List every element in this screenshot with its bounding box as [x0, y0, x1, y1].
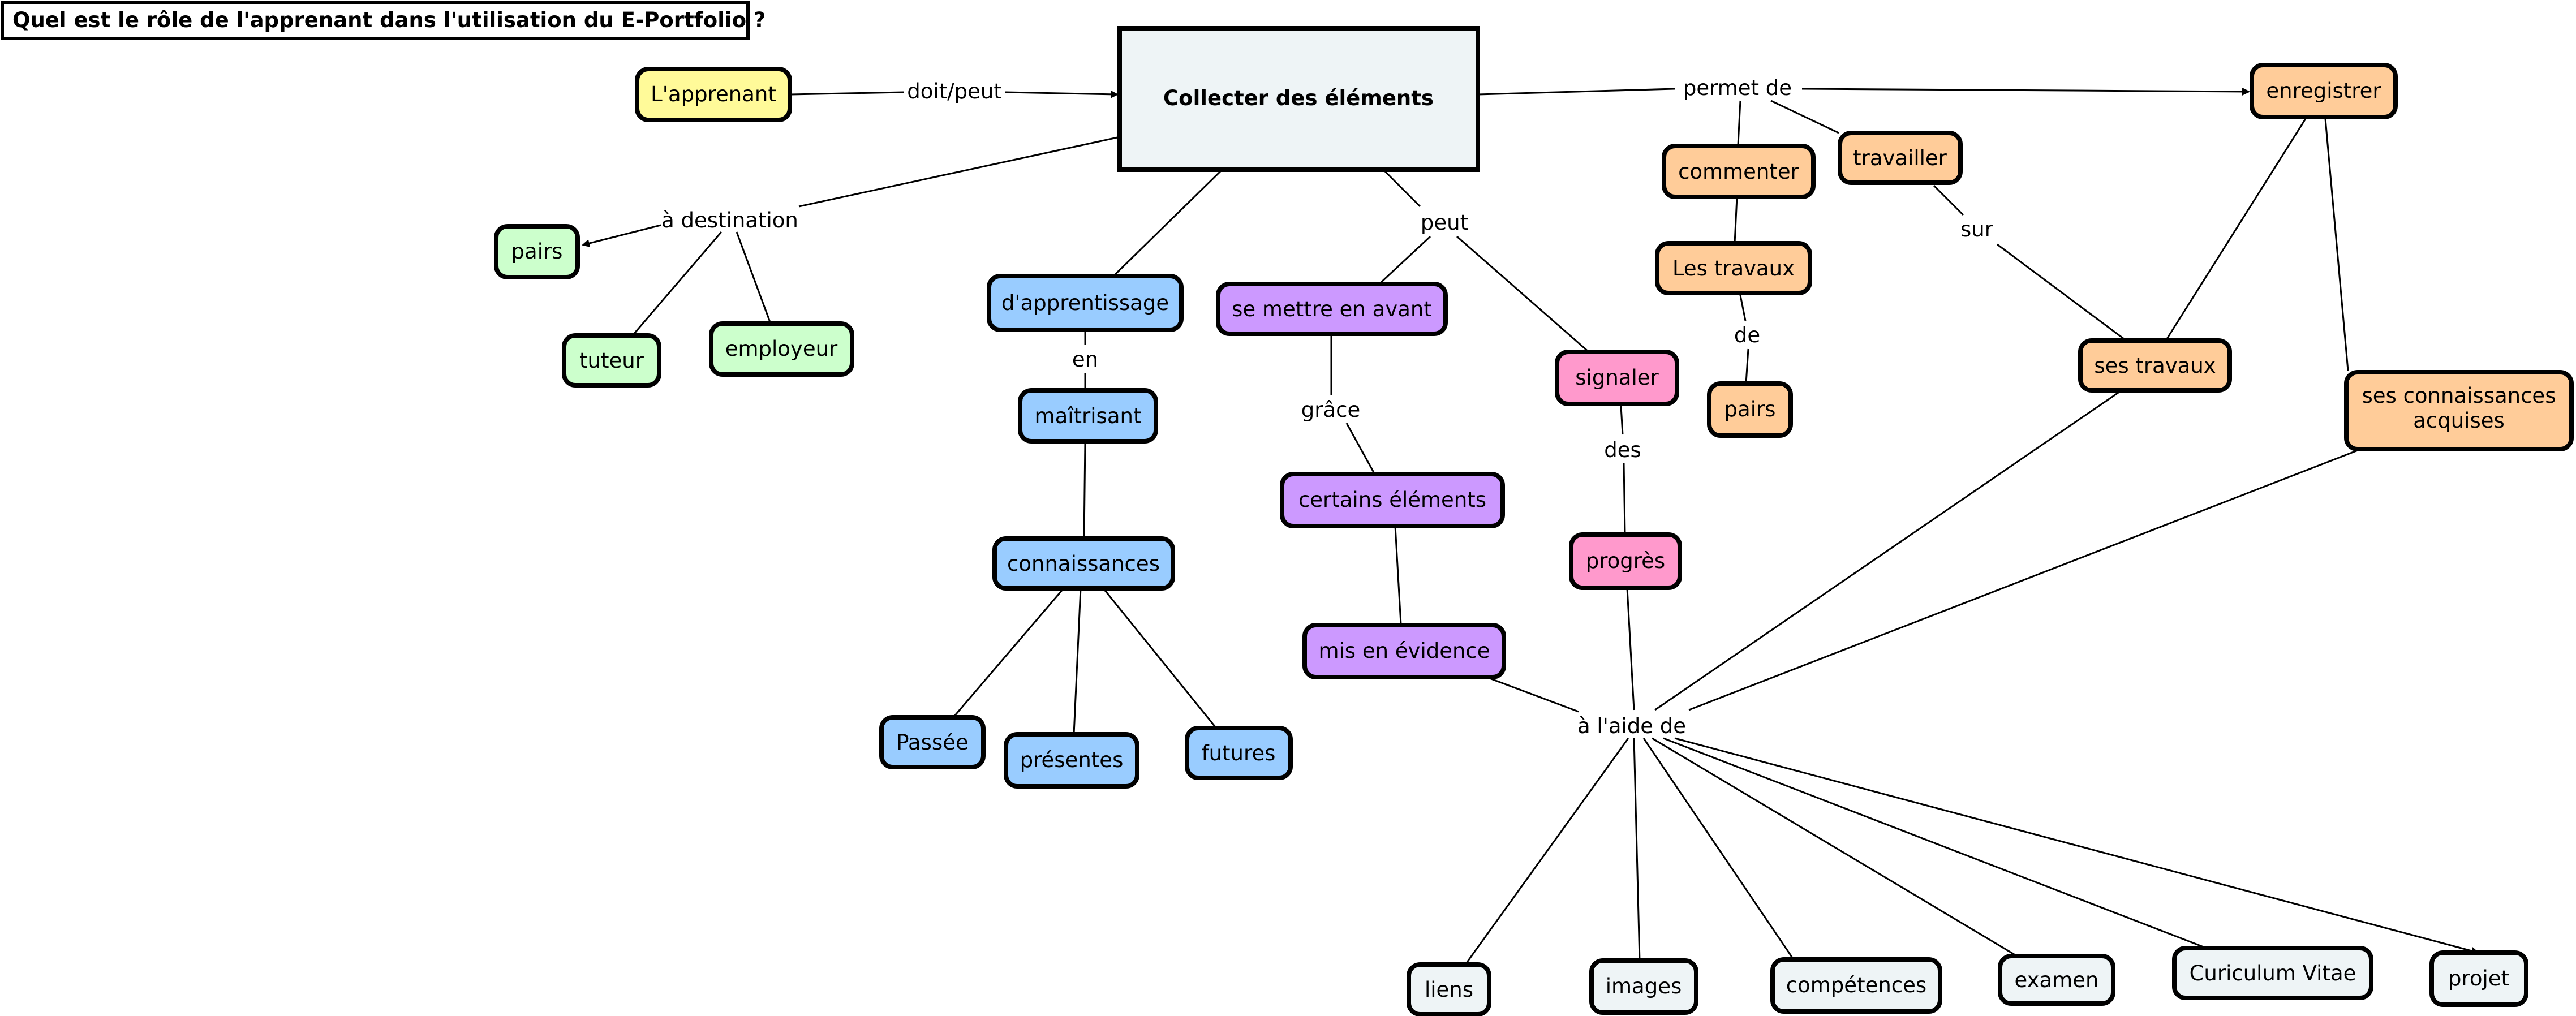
node-tuteur-label: tuteur [579, 348, 644, 373]
node-passee-label: Passée [896, 730, 968, 755]
node-collecter-label: Collecter des éléments [1163, 86, 1434, 110]
node-employeur-label: employeur [725, 337, 838, 361]
node-progres-label: progrès [1586, 549, 1665, 573]
node-apprenant-label: L'apprenant [651, 82, 776, 106]
link-a-laide-de: à l'aide de [1577, 714, 1686, 738]
node-les-travaux: Les travaux [1655, 241, 1812, 295]
node-mis-en-evidence: mis en évidence [1302, 623, 1506, 679]
node-pairs-left-label: pairs [511, 239, 563, 264]
node-tuteur: tuteur [562, 333, 661, 388]
node-ses-connaissances: ses connaissances acquises [2344, 370, 2574, 451]
link-grace: grâce [1301, 398, 1360, 422]
node-mis-en-evidence-label: mis en évidence [1318, 639, 1490, 663]
node-cv-label: Curiculum Vitae [2190, 961, 2356, 985]
node-apprentissage: d'apprentissage [987, 274, 1184, 332]
node-maitrisant-label: maîtrisant [1035, 404, 1142, 428]
link-doit-peut: doit/peut [907, 79, 1002, 104]
node-les-travaux-label: Les travaux [1672, 256, 1795, 281]
node-mettre-en-avant-label: se mettre en avant [1232, 297, 1432, 321]
node-ses-connaissances-line2: acquises [2413, 408, 2505, 433]
link-des: des [1604, 438, 1641, 462]
node-apprentissage-label: d'apprentissage [1001, 291, 1169, 315]
node-certains-elements-label: certains éléments [1298, 488, 1486, 512]
node-liens-label: liens [1425, 978, 1473, 1002]
link-labels: doit/peut à destination en peut grâce de… [661, 76, 1994, 738]
node-connaissances-label: connaissances [1007, 552, 1160, 576]
node-presentes-label: présentes [1020, 748, 1124, 772]
link-permet-de: permet de [1683, 76, 1792, 100]
node-signaler-label: signaler [1575, 365, 1659, 390]
node-employeur: employeur [709, 321, 854, 377]
node-commenter-label: commenter [1678, 160, 1800, 184]
node-examen: examen [1998, 954, 2115, 1006]
node-pairs-left: pairs [494, 224, 580, 279]
node-presentes: présentes [1004, 732, 1139, 789]
node-passee: Passée [879, 715, 986, 769]
node-futures-label: futures [1202, 741, 1276, 765]
node-examen-label: examen [2015, 968, 2099, 992]
link-a-destination: à destination [661, 208, 798, 233]
node-enregistrer-label: enregistrer [2266, 79, 2381, 103]
node-ses-connaissances-line1: ses connaissances [2362, 384, 2556, 408]
node-signaler: signaler [1555, 350, 1679, 406]
node-certains-elements: certains éléments [1280, 472, 1505, 528]
node-travailler-label: travailler [1853, 146, 1947, 170]
node-ses-travaux-label: ses travaux [2094, 354, 2216, 378]
node-competences: compétences [1770, 957, 1942, 1014]
node-mettre-en-avant: se mettre en avant [1216, 282, 1448, 336]
node-maitrisant: maîtrisant [1018, 388, 1158, 444]
node-ses-travaux: ses travaux [2078, 338, 2232, 393]
node-projet: projet [2429, 950, 2528, 1007]
node-liens: liens [1407, 962, 1491, 1016]
connectors [582, 87, 2479, 965]
link-en: en [1072, 347, 1098, 372]
node-images: images [1589, 958, 1698, 1015]
node-progres: progrès [1569, 532, 1682, 590]
node-projet-label: projet [2448, 966, 2509, 991]
link-de: de [1734, 323, 1760, 347]
node-apprenant: L'apprenant [635, 67, 792, 122]
node-connaissances: connaissances [992, 536, 1175, 591]
node-travailler: travailler [1838, 131, 1963, 185]
node-pairs-right-label: pairs [1724, 397, 1776, 421]
node-pairs-right: pairs [1707, 381, 1793, 438]
node-images-label: images [1606, 974, 1682, 998]
node-enregistrer: enregistrer [2250, 63, 2398, 119]
node-collecter: Collecter des éléments [1117, 26, 1480, 172]
link-peut: peut [1421, 210, 1468, 235]
node-commenter: commenter [1662, 144, 1816, 199]
node-cv: Curiculum Vitae [2172, 946, 2373, 1000]
map-title: Quel est le rôle de l'apprenant dans l'u… [1, 1, 766, 40]
nodes: L'apprenant Collecter des éléments pairs… [494, 26, 2574, 1016]
map-title-text: Quel est le rôle de l'apprenant dans l'u… [12, 8, 766, 32]
node-futures: futures [1185, 726, 1293, 780]
node-competences-label: compétences [1786, 973, 1926, 997]
link-sur: sur [1960, 217, 1994, 242]
